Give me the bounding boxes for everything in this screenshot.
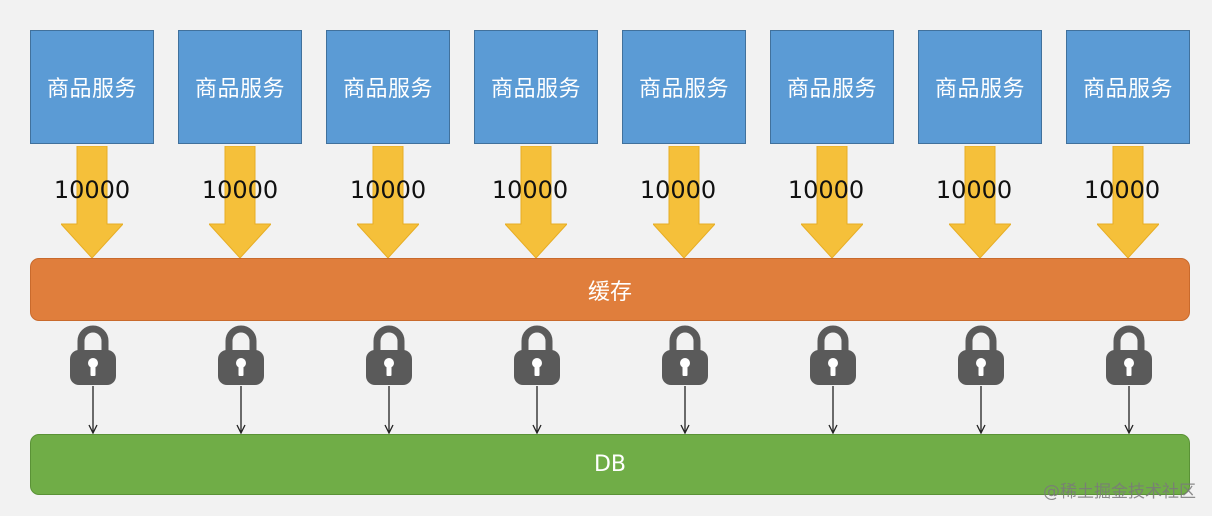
lock-icon [662, 325, 708, 385]
arrow-down-icon [532, 386, 542, 434]
request-count-label: 10000 [935, 176, 1013, 204]
cache-bar: 缓存 [30, 258, 1190, 321]
service-box: 商品服务 [1066, 30, 1190, 144]
lock-icon [1106, 325, 1152, 385]
lock-icon [514, 325, 560, 385]
service-label: 商品服务 [786, 77, 877, 102]
request-count-label: 10000 [639, 176, 717, 204]
service-box: 商品服务 [30, 30, 154, 144]
db-bar: DB [30, 434, 1190, 495]
request-count-label: 10000 [491, 176, 569, 204]
lock-icon [70, 325, 116, 385]
service-label: 商品服务 [934, 77, 1025, 102]
request-count-label: 10000 [201, 176, 279, 204]
service-box: 商品服务 [474, 30, 598, 144]
arrow-down-icon [384, 386, 394, 434]
arrow-down-icon [1124, 386, 1134, 434]
request-count-label: 10000 [349, 176, 427, 204]
request-count-label: 10000 [787, 176, 865, 204]
lock-icon [218, 325, 264, 385]
lock-icon [366, 325, 412, 385]
service-label: 商品服务 [342, 77, 433, 102]
service-label: 商品服务 [490, 77, 581, 102]
request-count-label: 10000 [1083, 176, 1161, 204]
service-label: 商品服务 [638, 77, 729, 102]
arrow-down-icon [61, 146, 123, 258]
request-count-label: 10000 [53, 176, 131, 204]
arrow-down-icon [949, 146, 1011, 258]
arrow-down-icon [801, 146, 863, 258]
arrow-down-icon [357, 146, 419, 258]
arrow-down-icon [505, 146, 567, 258]
arrow-down-icon [828, 386, 838, 434]
watermark: @稀土掘金技术社区 [1043, 482, 1196, 502]
lock-icon [810, 325, 856, 385]
lock-icon [958, 325, 1004, 385]
arrow-down-icon [88, 386, 98, 434]
cache-label: 缓存 [587, 279, 632, 305]
service-box: 商品服务 [622, 30, 746, 144]
service-label: 商品服务 [194, 77, 285, 102]
service-label: 商品服务 [1082, 77, 1173, 102]
service-box: 商品服务 [326, 30, 450, 144]
service-box: 商品服务 [178, 30, 302, 144]
arrow-down-icon [236, 386, 246, 434]
db-label: DB [593, 452, 627, 477]
arrow-down-icon [1097, 146, 1159, 258]
arrow-down-icon [680, 386, 690, 434]
service-label: 商品服务 [46, 77, 137, 102]
service-box: 商品服务 [770, 30, 894, 144]
arrow-down-icon [653, 146, 715, 258]
arrow-down-icon [209, 146, 271, 258]
arrow-down-icon [976, 386, 986, 434]
service-box: 商品服务 [918, 30, 1042, 144]
